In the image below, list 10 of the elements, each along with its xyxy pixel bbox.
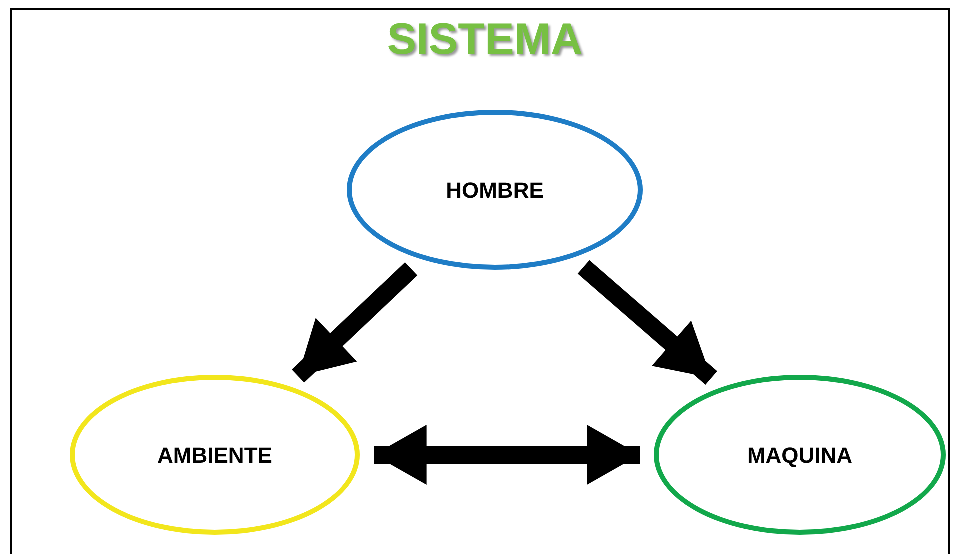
arrow (578, 260, 718, 385)
arrow (374, 425, 640, 485)
ellipse-node (70, 375, 360, 535)
arrow (292, 262, 418, 383)
node-label: HOMBRE (446, 176, 544, 204)
ellipse-node (654, 375, 946, 535)
ellipse-node (347, 110, 643, 270)
title: SISTEMA (386, 14, 584, 66)
node-label: MAQUINA (747, 442, 853, 470)
node-label: AMBIENTE (158, 442, 272, 470)
